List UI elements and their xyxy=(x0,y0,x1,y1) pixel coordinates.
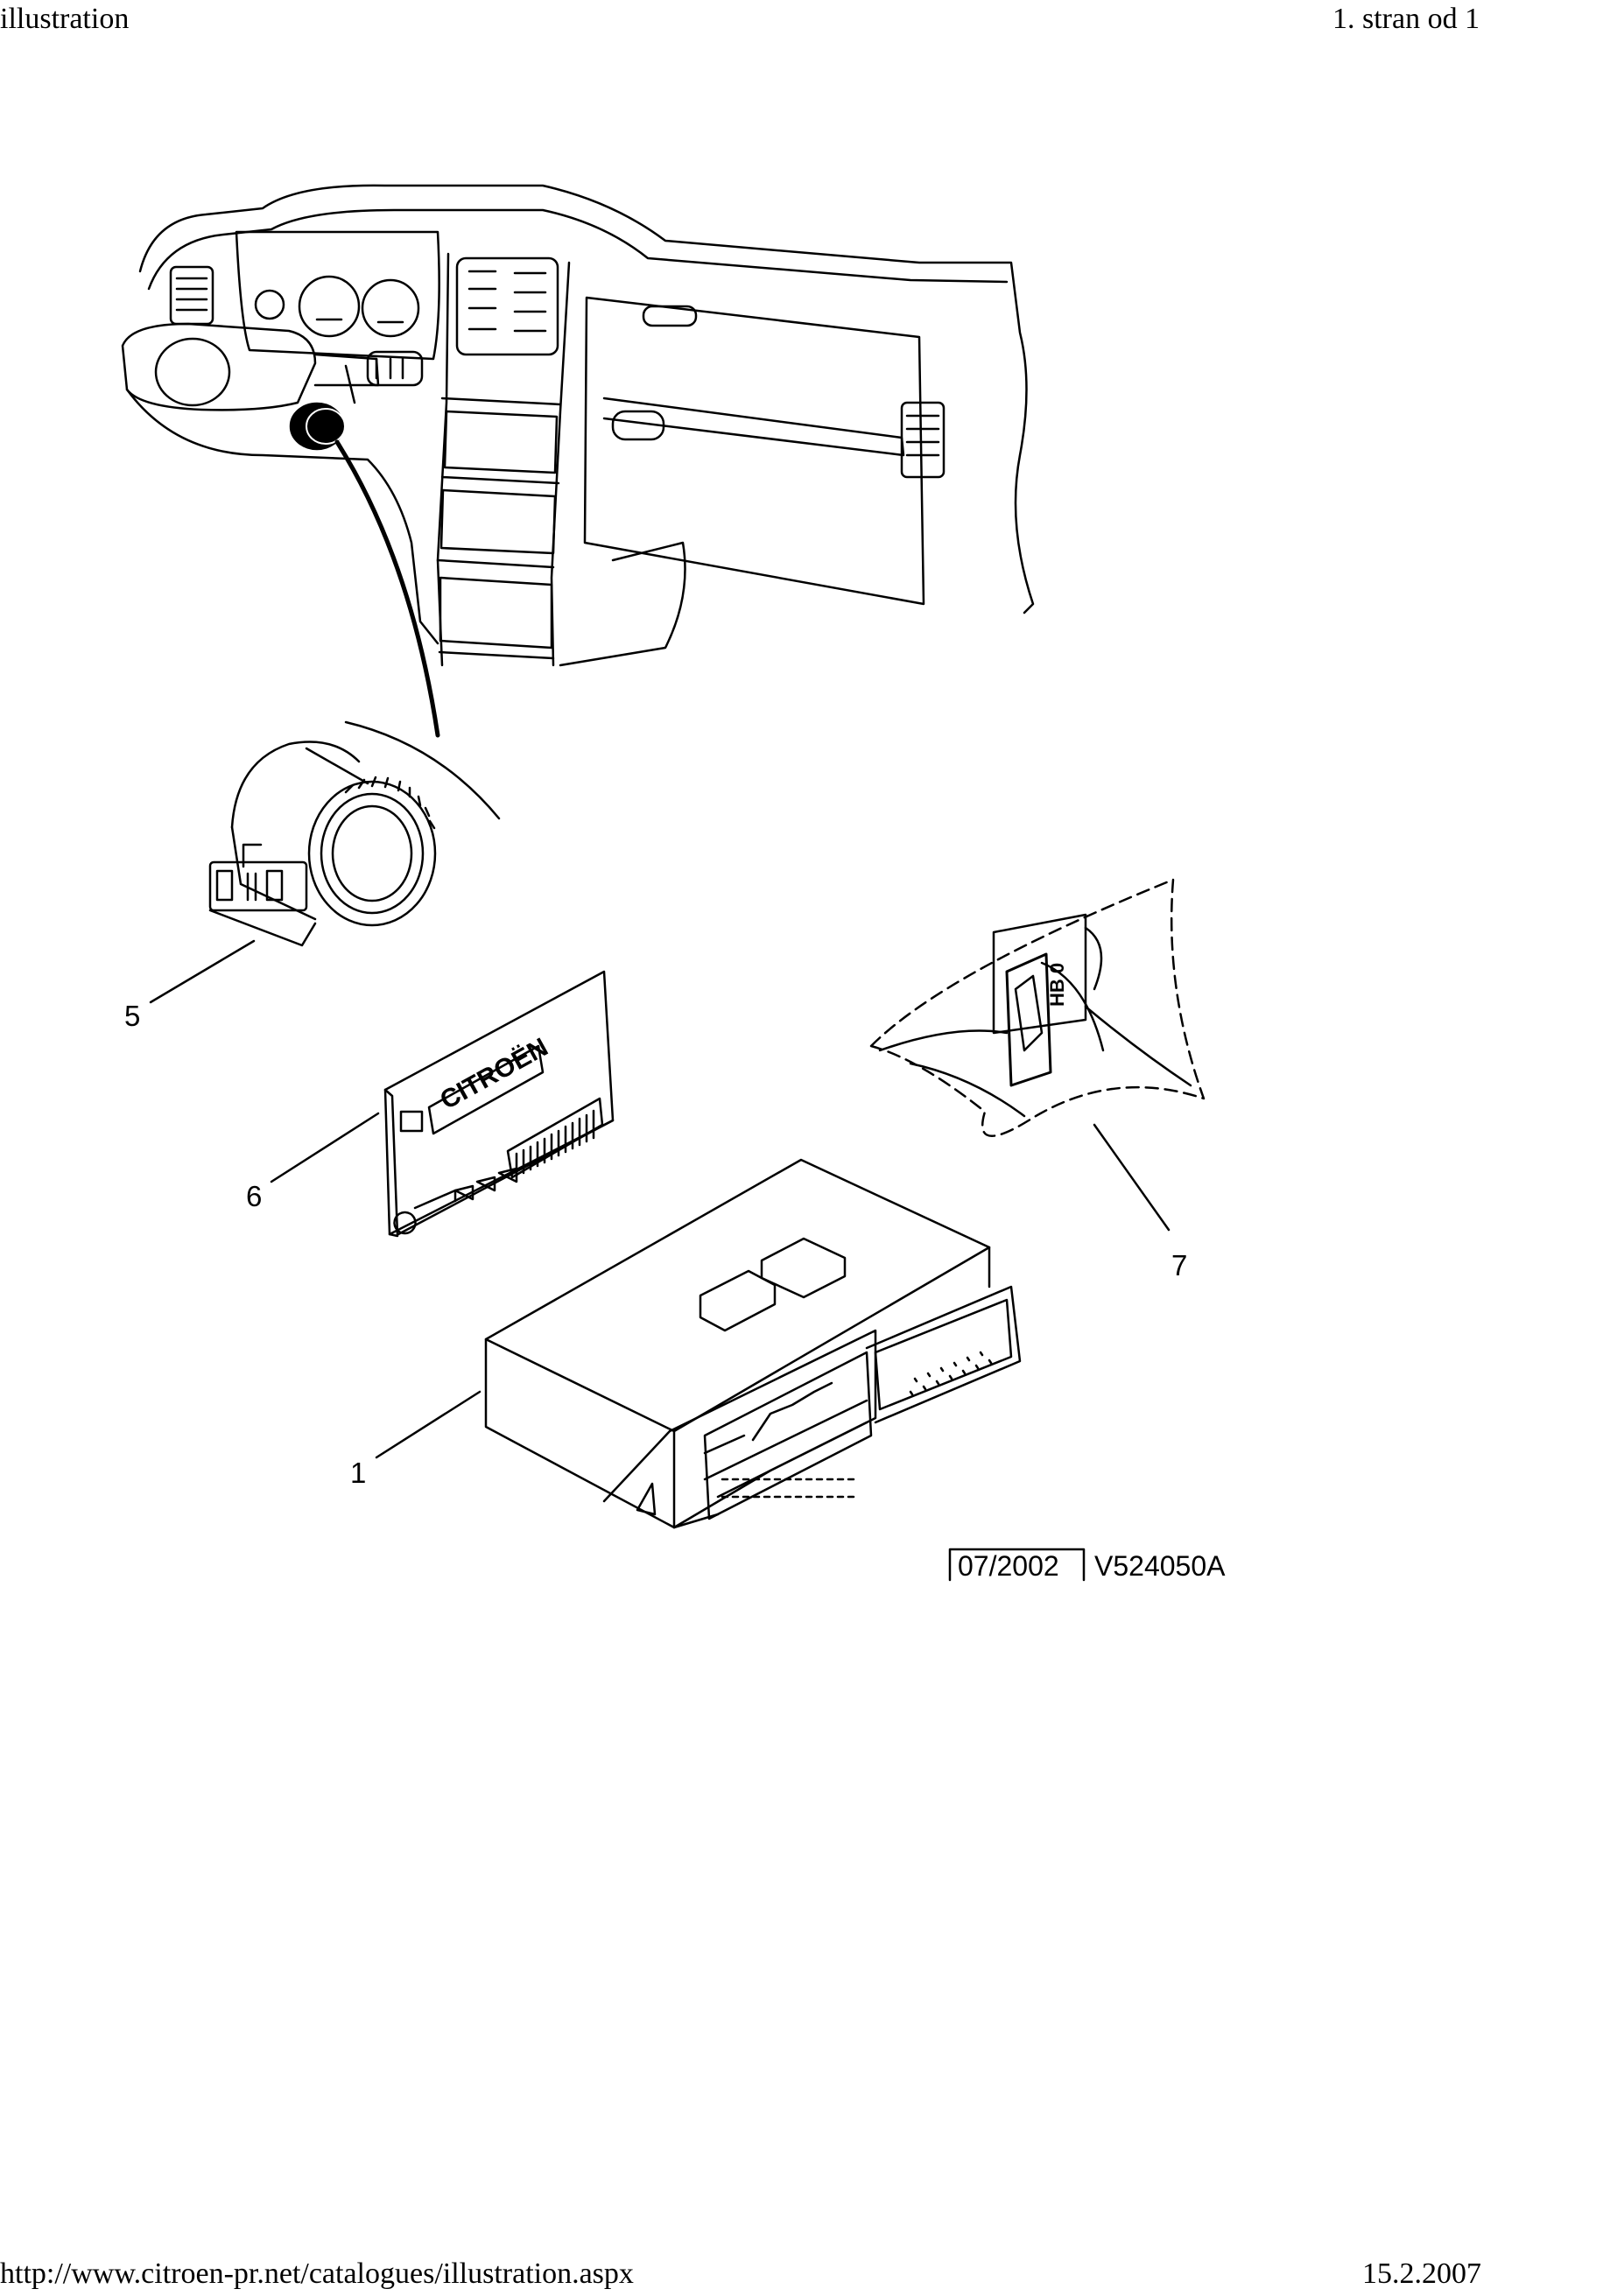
page-header-page-indicator: 1. stran od 1 xyxy=(1332,3,1480,35)
tag-label-text: HB 0 xyxy=(1046,963,1068,1007)
page-header-title: illustration xyxy=(0,3,130,35)
callout-label-5: 5 xyxy=(124,1000,140,1032)
callout-label-6: 6 xyxy=(246,1180,262,1212)
part-6-code-card xyxy=(270,970,615,1238)
reference-frame xyxy=(948,1548,1086,1582)
page-footer-url: http://www.citroen-pr.net/catalogues/ill… xyxy=(0,2257,634,2290)
part-5-ignition-lock xyxy=(149,720,501,1004)
dashboard-illustration xyxy=(121,184,1035,738)
callout-line-1 xyxy=(375,1390,482,1459)
part-7-key-tag xyxy=(869,878,1206,1232)
part-1-control-unit xyxy=(375,1158,1022,1529)
reference-code: V524050A xyxy=(1094,1550,1226,1582)
card-brand-text: CITROËN xyxy=(435,1033,552,1115)
callout-label-1: 1 xyxy=(350,1457,366,1489)
reference-date: 07/2002 xyxy=(958,1550,1059,1582)
callout-line-7 xyxy=(1093,1123,1171,1232)
callout-label-7: 7 xyxy=(1171,1249,1187,1281)
page-footer-date: 15.2.2007 xyxy=(1362,2257,1481,2290)
callout-line-6 xyxy=(270,1112,380,1183)
callout-line-5 xyxy=(149,939,256,1004)
